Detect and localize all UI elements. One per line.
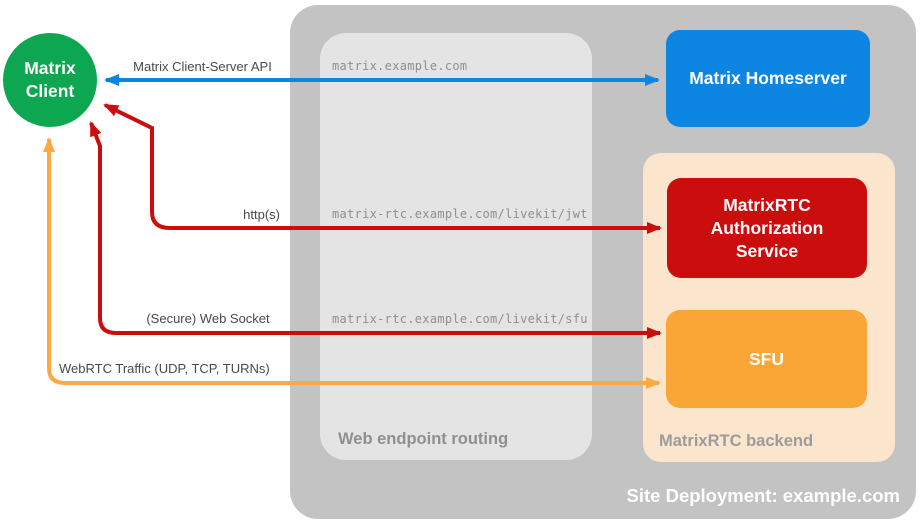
matrix-client-label-line1: Matrix [24, 58, 76, 78]
web-endpoint-routing-label: Web endpoint routing [338, 430, 509, 448]
node-matrixrtc-authorization-service: MatrixRTC Authorization Service [667, 178, 867, 278]
sfu-label: SFU [749, 348, 784, 369]
route-url-livekit-jwt: matrix-rtc.example.com/livekit/jwt [332, 207, 588, 221]
route-url-homeserver: matrix.example.com [332, 59, 468, 73]
matrixrtc-backend-label: MatrixRTC backend [659, 432, 814, 450]
edge-label-websocket: (Secure) Web Socket [146, 311, 270, 326]
matrix-homeserver-label: Matrix Homeserver [689, 68, 847, 88]
edge-label-https: http(s) [243, 207, 280, 222]
auth-service-label-line1: MatrixRTC [723, 194, 811, 215]
web-endpoint-routing-container: Web endpoint routing [320, 33, 592, 460]
node-matrix-homeserver: Matrix Homeserver [666, 30, 870, 127]
auth-service-label-line2: Authorization [710, 217, 824, 238]
site-deployment-label: Site Deployment: example.com [626, 485, 900, 506]
matrix-client-label-line2: Client [25, 81, 75, 101]
edge-label-webrtc-traffic: WebRTC Traffic (UDP, TCP, TURNs) [59, 361, 270, 376]
route-url-livekit-sfu: matrix-rtc.example.com/livekit/sfu [332, 312, 588, 326]
edge-label-client-server-api: Matrix Client-Server API [133, 59, 272, 74]
auth-service-label-line3: Service [735, 240, 799, 261]
node-matrix-client: Matrix Client [3, 33, 97, 127]
node-sfu: SFU [666, 310, 867, 408]
